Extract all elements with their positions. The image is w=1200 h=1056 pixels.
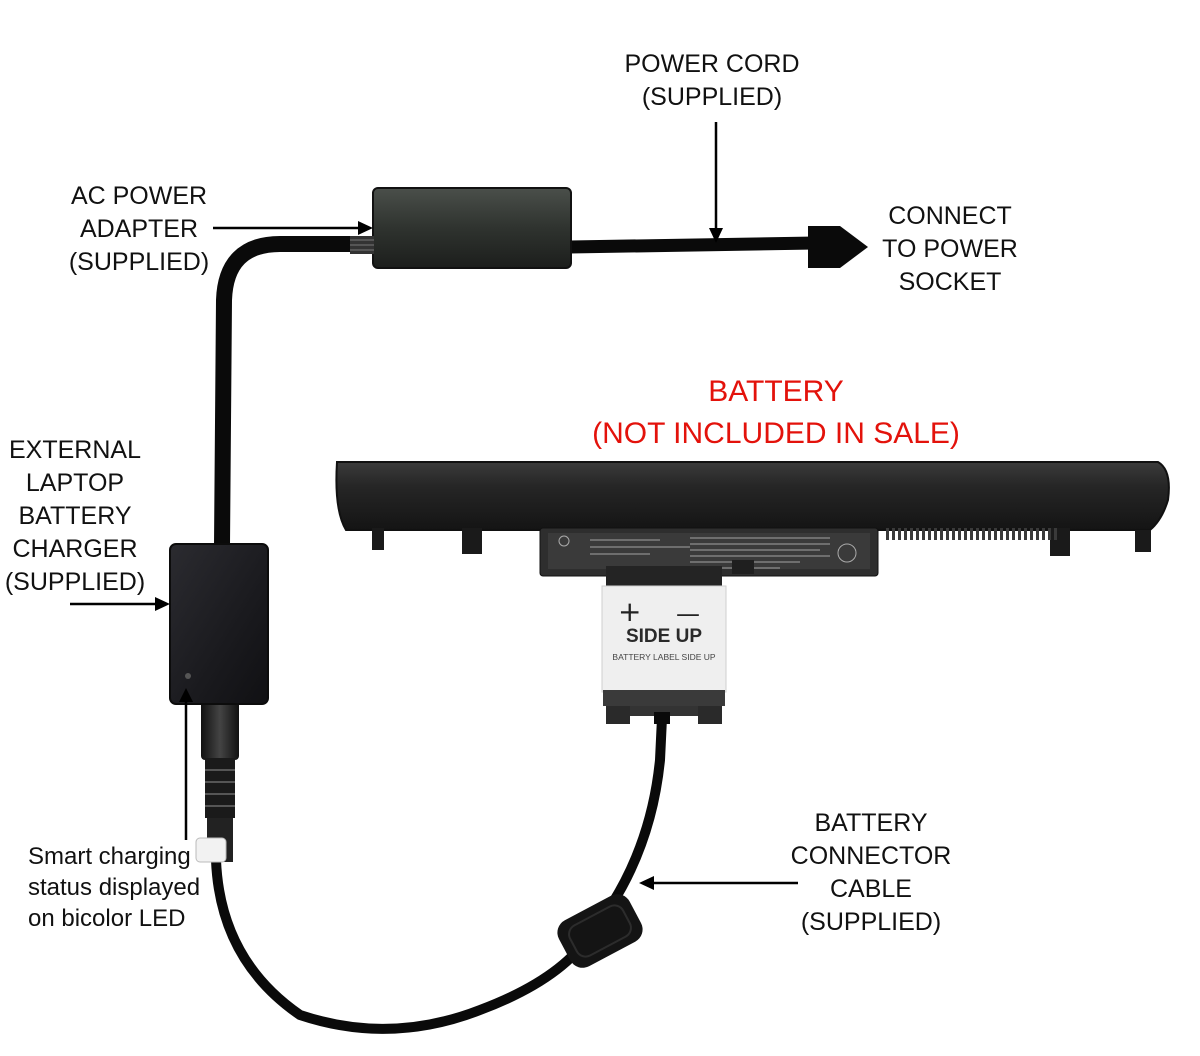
- label-connector-cable-line1: BATTERY: [814, 809, 928, 837]
- label-connector-cable-line2: CONNECTOR: [790, 842, 952, 870]
- laptop-battery: [335, 461, 1170, 577]
- connector-minus: —: [676, 600, 700, 628]
- label-ac-adapter-line1: AC POWER: [70, 182, 208, 210]
- label-connect-socket-line2: TO POWER: [882, 235, 1018, 263]
- label-power-cord: POWER CORD (SUPPLIED): [600, 48, 824, 114]
- arrow-ac-adapter: [213, 221, 373, 235]
- label-connect-socket: CONNECT TO POWER SOCKET: [872, 200, 1028, 299]
- label-led-status: Smart charging status displayed on bicol…: [28, 841, 218, 934]
- cable-strap: [557, 894, 643, 968]
- label-connector-cable: BATTERY CONNECTOR CABLE (SUPPLIED): [786, 807, 956, 939]
- label-external-charger-line2: LAPTOP: [25, 469, 125, 497]
- label-power-cord-line1: POWER CORD: [624, 50, 800, 78]
- charger-cable: [211, 713, 667, 1034]
- label-battery-line1: BATTERY: [708, 375, 844, 408]
- label-power-cord-line2: (SUPPLIED): [641, 83, 783, 111]
- label-led-status-line3: on bicolor LED: [28, 905, 186, 932]
- power-cord: [569, 236, 816, 254]
- label-external-charger: EXTERNAL LAPTOP BATTERY CHARGER (SUPPLIE…: [4, 434, 146, 599]
- arrow-charger: [70, 597, 170, 611]
- label-connect-socket-line1: CONNECT: [888, 202, 1012, 230]
- dc-cable: [214, 236, 358, 553]
- pointer-arrows: [70, 122, 798, 890]
- connector-side-up: SIDE UP: [625, 626, 703, 647]
- label-led-status-line2: status displayed: [28, 874, 201, 901]
- connector-plus: +: [618, 595, 642, 628]
- label-battery: BATTERY (NOT INCLUDED IN SALE): [570, 371, 982, 455]
- socket-arrowhead: [808, 226, 868, 268]
- label-battery-line2: (NOT INCLUDED IN SALE): [592, 417, 960, 450]
- label-external-charger-line1: EXTERNAL: [9, 436, 141, 464]
- label-ac-adapter-line3: (SUPPLIED): [68, 248, 210, 276]
- arrow-connector-cable: [639, 876, 798, 890]
- external-charger: [169, 543, 269, 705]
- arrow-power-cord: [709, 122, 723, 243]
- label-connector-cable-line3: CABLE: [830, 875, 912, 903]
- label-connector-cable-line4: (SUPPLIED): [800, 908, 942, 936]
- label-external-charger-line4: CHARGER: [12, 535, 138, 563]
- label-led-status-line1: Smart charging: [28, 843, 191, 870]
- arrow-led: [179, 688, 193, 840]
- ac-adapter: [350, 187, 572, 269]
- dc-plug: [195, 700, 239, 863]
- battery-connector: [601, 566, 727, 724]
- label-connect-socket-line3: SOCKET: [898, 268, 1002, 296]
- bicolor-led: [185, 673, 191, 679]
- label-external-charger-line5: (SUPPLIED): [4, 568, 146, 596]
- label-ac-adapter: AC POWER ADAPTER (SUPPLIED): [64, 180, 214, 279]
- label-external-charger-line3: BATTERY: [18, 502, 132, 530]
- cable-tag: [195, 837, 227, 863]
- connector-side-up-note: BATTERY LABEL SIDE UP: [612, 652, 716, 662]
- label-ac-adapter-line2: ADAPTER: [79, 215, 199, 243]
